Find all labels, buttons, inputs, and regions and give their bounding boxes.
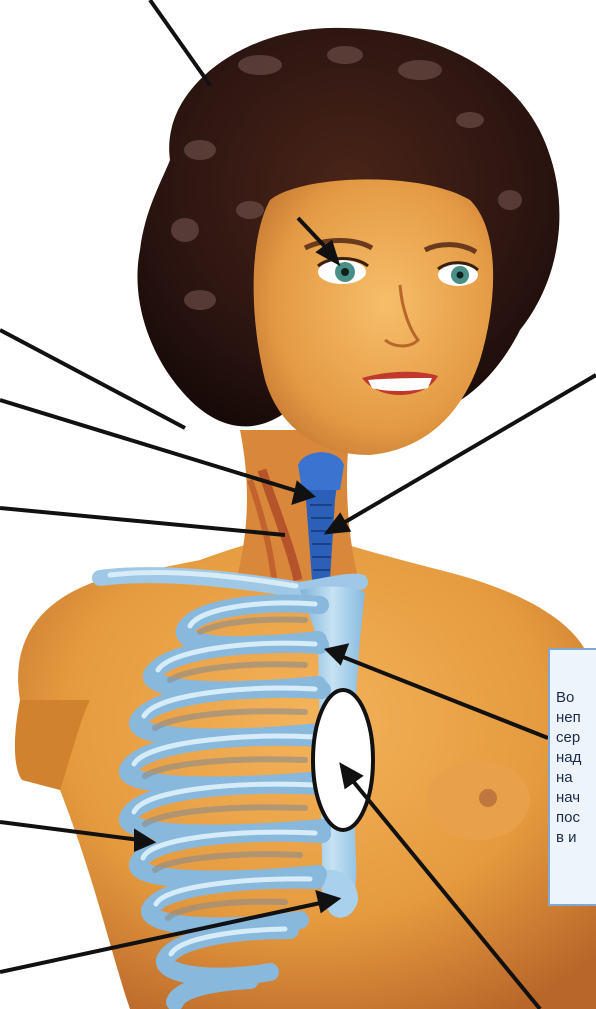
larynx (298, 452, 344, 490)
callout-line: нач (556, 788, 596, 808)
leader-line-sternocleido (0, 508, 285, 535)
right-eye (438, 263, 478, 286)
nipple (479, 789, 497, 807)
leader-line-hair (150, 0, 210, 85)
callout-line: в и (556, 828, 596, 848)
callout-line: пос (556, 808, 596, 828)
callout-line: на (556, 768, 596, 788)
callout-line: Во (556, 688, 596, 708)
callout-line: сер (556, 728, 596, 748)
heart-position-marker (313, 690, 373, 830)
right-breast (426, 760, 530, 840)
info-callout-box: Во неп сер над на нач пос в и (548, 648, 596, 906)
callout-line: неп (556, 708, 596, 728)
face (254, 179, 494, 455)
callout-line: над (556, 748, 596, 768)
